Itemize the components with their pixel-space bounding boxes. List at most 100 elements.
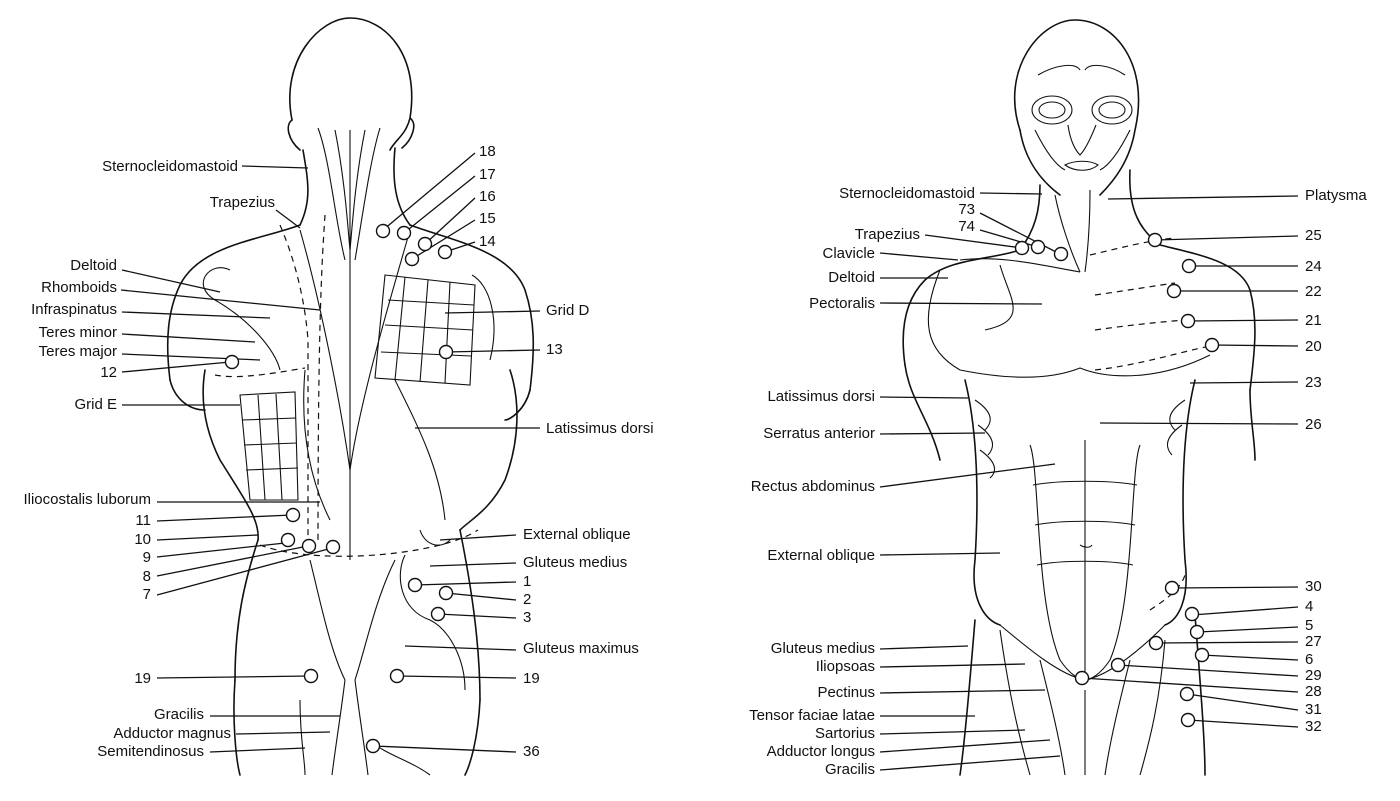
label-clavicle: Clavicle xyxy=(822,245,875,262)
anterior-points xyxy=(1014,232,1220,728)
label-29: 29 xyxy=(1305,667,1322,684)
label-tensor-faciae-latae: Tensor faciae latae xyxy=(749,707,875,724)
label-iliocostalis: Iliocostalis luborum xyxy=(23,491,151,508)
point-29 xyxy=(1110,657,1126,673)
label-3: 3 xyxy=(523,609,531,626)
point-28 xyxy=(1074,670,1090,686)
label-19-left: 19 xyxy=(134,670,151,687)
label-teres-minor: Teres minor xyxy=(39,324,117,341)
label-pectinus: Pectinus xyxy=(817,684,875,701)
point-25 xyxy=(1147,232,1163,248)
label-10: 10 xyxy=(134,531,151,548)
label-8: 8 xyxy=(143,568,151,585)
label-adductor-magnus: Adductor magnus xyxy=(113,725,231,742)
label-deltoid: Deltoid xyxy=(70,257,117,274)
point-4 xyxy=(1184,606,1200,622)
label-17: 17 xyxy=(479,166,496,183)
point-7 xyxy=(325,539,341,555)
label-a-trapezius: Trapezius xyxy=(855,226,920,243)
label-24: 24 xyxy=(1305,258,1322,275)
point-12 xyxy=(224,354,240,370)
label-infraspinatus: Infraspinatus xyxy=(31,301,117,318)
point-14 xyxy=(437,244,453,260)
label-16: 16 xyxy=(479,188,496,205)
point-24 xyxy=(1181,258,1197,274)
label-27: 27 xyxy=(1305,633,1322,650)
label-a-sternocleidomastoid: Sternocleidomastoid xyxy=(839,185,975,202)
point-16 xyxy=(417,236,433,252)
label-rectus-abdominus: Rectus abdominus xyxy=(751,478,875,495)
point-20 xyxy=(1204,337,1220,353)
label-30: 30 xyxy=(1305,578,1322,595)
label-teres-major: Teres major xyxy=(39,343,117,360)
label-semitendinosus: Semitendinosus xyxy=(97,743,204,760)
point-22 xyxy=(1166,283,1182,299)
label-15: 15 xyxy=(479,210,496,227)
grid-d xyxy=(374,274,476,386)
label-4: 4 xyxy=(1305,598,1313,615)
label-26: 26 xyxy=(1305,416,1322,433)
label-trapezius: Trapezius xyxy=(210,194,275,211)
label-21: 21 xyxy=(1305,312,1322,329)
point-15 xyxy=(404,251,420,267)
label-9: 9 xyxy=(143,549,151,566)
point-32 xyxy=(1180,712,1196,728)
label-platysma: Platysma xyxy=(1305,187,1367,204)
point-2 xyxy=(438,585,454,601)
label-grid-d: Grid D xyxy=(546,302,590,319)
posterior-points xyxy=(224,223,454,754)
label-serratus-anterior: Serratus anterior xyxy=(763,425,875,442)
label-73: 73 xyxy=(958,201,975,218)
anterior-leaders xyxy=(879,192,1299,771)
label-7: 7 xyxy=(143,586,151,603)
posterior-labels-right: 18 17 16 15 14 Grid D 13 Latissimus dors… xyxy=(479,143,654,760)
label-13: 13 xyxy=(546,341,563,358)
label-2: 2 xyxy=(523,591,531,608)
label-6: 6 xyxy=(1305,651,1313,668)
point-36 xyxy=(365,738,381,754)
label-1: 1 xyxy=(523,573,531,590)
label-sternocleidomastoid: Sternocleidomastoid xyxy=(102,158,238,175)
label-grid-e: Grid E xyxy=(74,396,117,413)
point-27 xyxy=(1148,635,1164,651)
label-11: 11 xyxy=(135,512,151,529)
label-20: 20 xyxy=(1305,338,1322,355)
point-31 xyxy=(1179,686,1195,702)
point-19-right xyxy=(389,668,405,684)
point-73 xyxy=(1053,246,1069,262)
label-14: 14 xyxy=(479,233,496,250)
label-a-gluteus-medius: Gluteus medius xyxy=(771,640,875,657)
label-latissimus-dorsi: Latissimus dorsi xyxy=(546,420,654,437)
label-rhomboids: Rhomboids xyxy=(41,279,117,296)
point-74 xyxy=(1030,239,1046,255)
label-pectoralis: Pectoralis xyxy=(809,295,875,312)
label-external-oblique: External oblique xyxy=(523,526,631,543)
label-31: 31 xyxy=(1305,701,1322,718)
label-5: 5 xyxy=(1305,617,1313,634)
label-23: 23 xyxy=(1305,374,1322,391)
point-9 xyxy=(280,532,296,548)
label-gracilis: Gracilis xyxy=(154,706,204,723)
anterior-labels-right: Platysma 25 24 22 21 20 23 26 30 4 5 27 … xyxy=(1305,187,1367,735)
point-13 xyxy=(438,344,454,360)
label-gluteus-maximus: Gluteus maximus xyxy=(523,640,639,657)
point-30 xyxy=(1164,580,1180,596)
point-trapezius xyxy=(1014,240,1030,256)
grid-e xyxy=(239,391,299,501)
point-19-left xyxy=(303,668,319,684)
posterior-labels-left: Sternocleidomastoid Trapezius Deltoid Rh… xyxy=(23,158,275,760)
label-adductor-longus: Adductor longus xyxy=(767,743,875,760)
label-gluteus-medius: Gluteus medius xyxy=(523,554,627,571)
label-a-deltoid: Deltoid xyxy=(828,269,875,286)
label-a-external-oblique: External oblique xyxy=(767,547,875,564)
label-36: 36 xyxy=(523,743,540,760)
point-5 xyxy=(1189,624,1205,640)
label-22: 22 xyxy=(1305,283,1322,300)
label-74: 74 xyxy=(958,218,975,235)
label-32: 32 xyxy=(1305,718,1322,735)
label-18: 18 xyxy=(479,143,496,160)
label-12: 12 xyxy=(100,364,117,381)
label-a-gracilis: Gracilis xyxy=(825,761,875,778)
point-18 xyxy=(375,223,391,239)
